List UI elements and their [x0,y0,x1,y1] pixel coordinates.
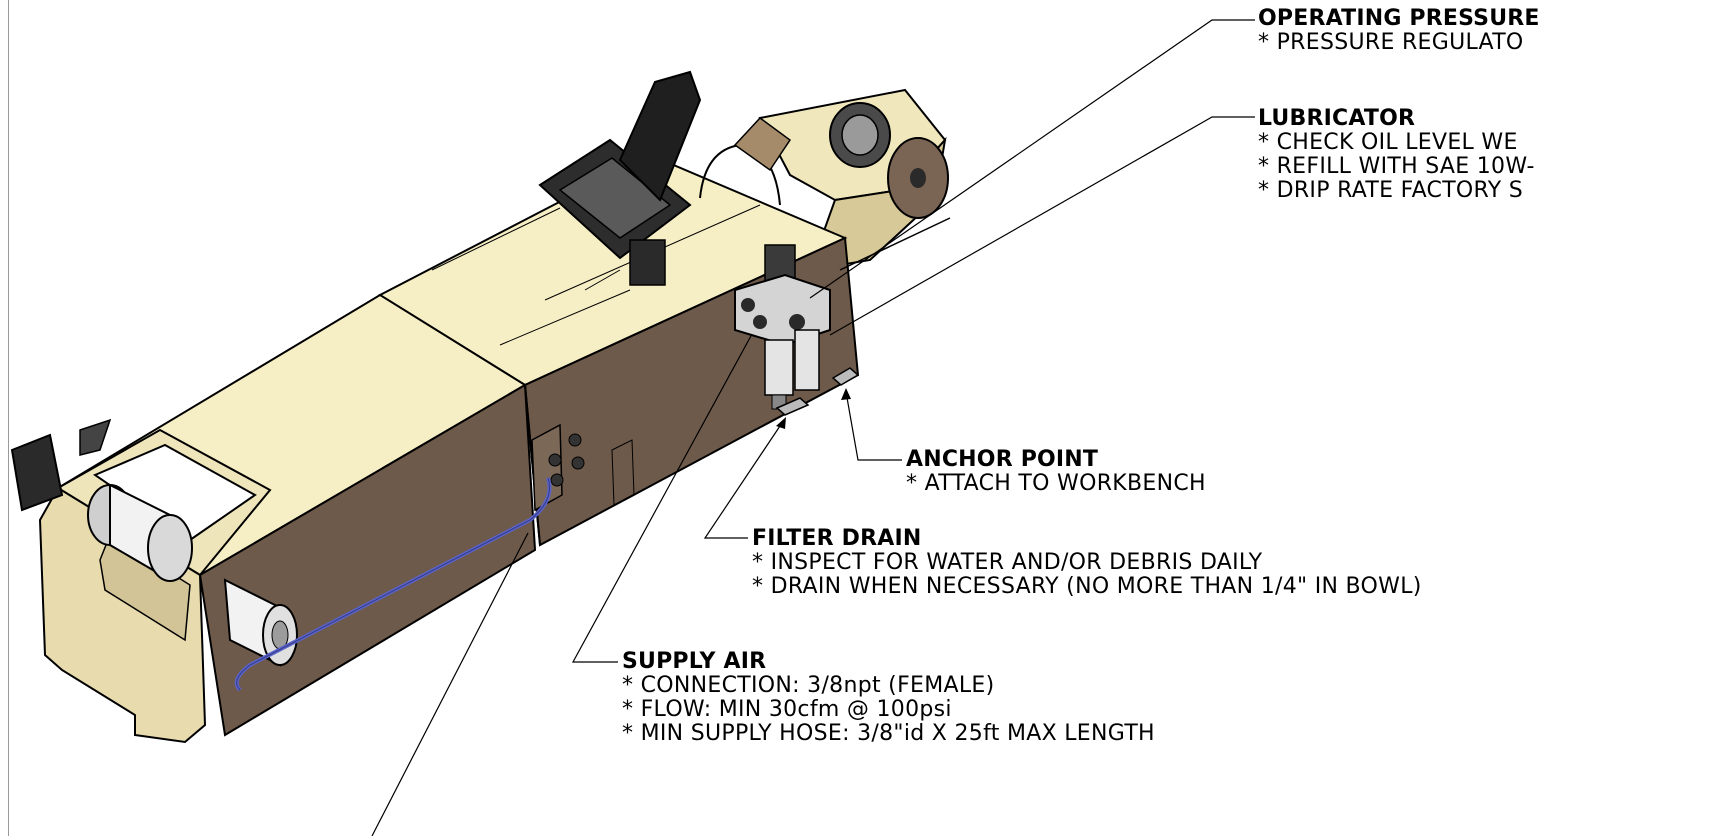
leader-supply-air [571,333,753,663]
frl-unit [734,244,860,416]
front-end-frame [10,418,298,744]
page-border [8,0,1721,836]
anchor-point-line-1: * ATTACH TO WORKBENCH [906,471,1206,496]
anchor-point-title: ANCHOR POINT [906,447,1099,472]
filter-drain-line-1: * INSPECT FOR WATER AND/OR DEBRIS DAILY [752,550,1263,575]
leader-lines [371,19,1255,836]
leader-lubricator [829,116,1255,336]
operating-pressure-callout: OPERATING PRESSURE * PRESSURE REGULATO [1258,7,1540,55]
lubricator-line-2: * REFILL WITH SAE 10W- [1258,154,1535,179]
leader-bottom [371,532,529,836]
supply-air-callout: SUPPLY AIR * CONNECTION: 3/8npt (FEMALE)… [622,650,1155,746]
leader-anchor-point [845,391,902,461]
operating-pressure-line-1: * PRESSURE REGULATO [1258,30,1524,55]
supply-air-line-3: * MIN SUPPLY HOSE: 3/8"id X 25ft MAX LEN… [622,721,1155,746]
operating-pressure-title: OPERATING PRESSURE [1258,6,1540,31]
leader-arrows [776,388,851,429]
filter-drain-callout: FILTER DRAIN * INSPECT FOR WATER AND/OR … [752,527,1422,599]
filter-drain-line-2: * DRAIN WHEN NECESSARY (NO MORE THAN 1/4… [752,574,1422,599]
supply-air-line-1: * CONNECTION: 3/8npt (FEMALE) [622,673,995,698]
rear-arm-assembly [758,88,949,272]
lubricator-line-1: * CHECK OIL LEVEL WE [1258,130,1518,155]
clamp-fixture [538,70,792,286]
side-panel-details [531,423,635,512]
leader-operating-pressure [809,19,1255,299]
supply-air-title: SUPPLY AIR [622,649,767,674]
lubricator-line-3: * DRIP RATE FACTORY S [1258,178,1524,203]
supply-air-line-2: * FLOW: MIN 30cfm @ 100psi [622,697,952,722]
filter-drain-title: FILTER DRAIN [752,526,922,551]
lubricator-callout: LUBRICATOR * CHECK OIL LEVEL WE * REFILL… [1258,107,1535,203]
leader-filter-drain [703,419,785,539]
anchor-point-callout: ANCHOR POINT * ATTACH TO WORKBENCH [906,448,1206,496]
lubricator-title: LUBRICATOR [1258,106,1416,131]
